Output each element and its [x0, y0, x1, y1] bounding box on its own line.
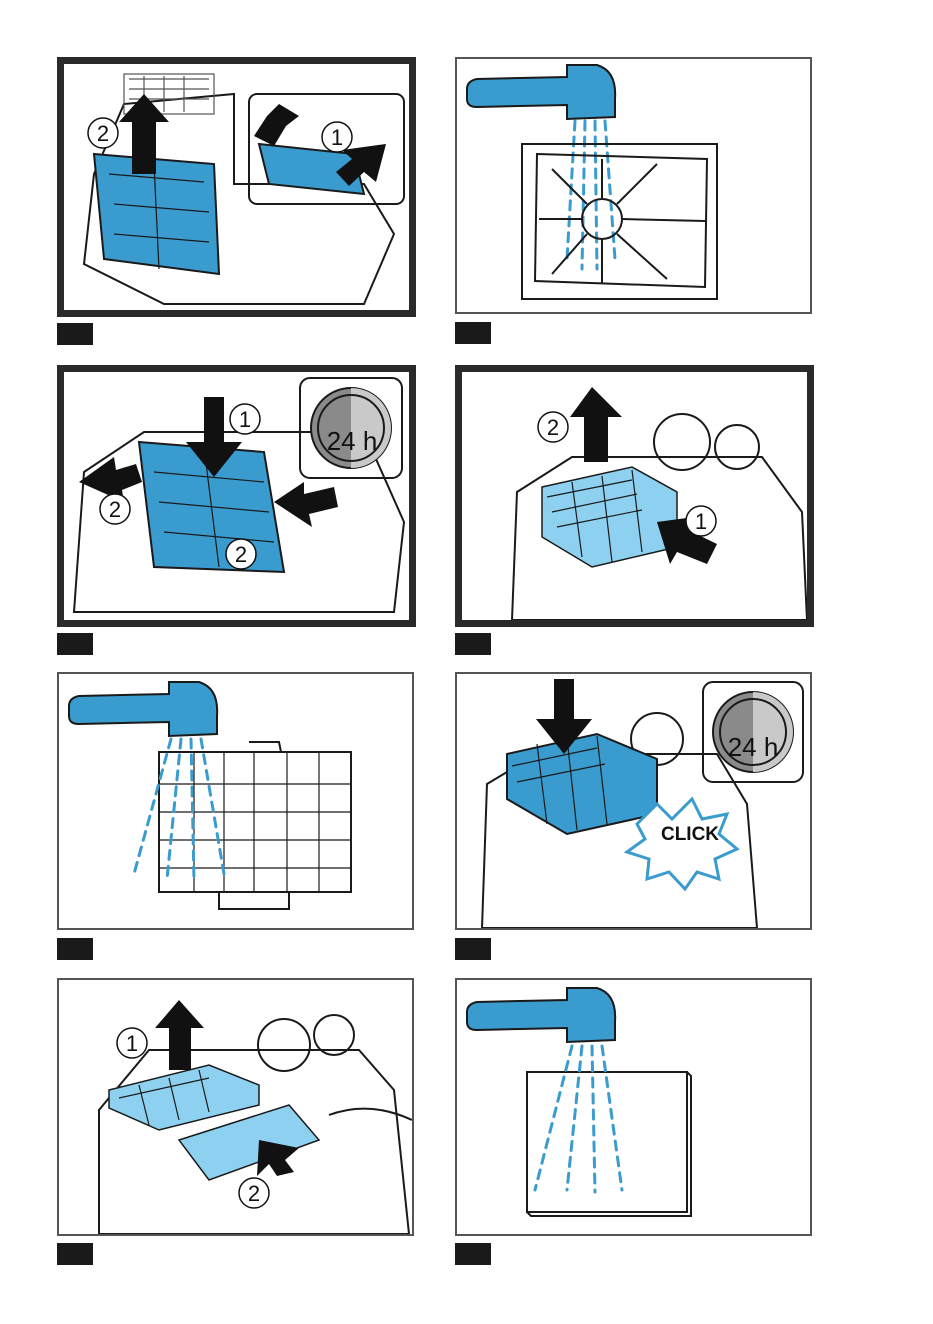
illustration-rinse-flat-filter — [457, 980, 810, 1234]
click-label: CLICK — [645, 824, 735, 846]
step-panel-remove-filter-frame: 2 1 — [57, 57, 416, 317]
illustration-remove-filter-frame — [64, 64, 409, 310]
illustration-rinse-filter-frame — [457, 59, 810, 312]
faucet-icon — [69, 682, 217, 736]
svg-text:2: 2 — [547, 415, 559, 440]
callout-1: 1 — [115, 1026, 149, 1060]
step-tab — [455, 938, 491, 960]
step-panel-remove-cover-filter: 1 2 — [57, 978, 414, 1236]
faucet-icon — [467, 65, 615, 119]
svg-text:2: 2 — [97, 121, 109, 146]
callout-2: 2 — [98, 492, 132, 526]
step-panel-rinse-flat-filter — [455, 978, 812, 1236]
svg-text:1: 1 — [331, 125, 343, 150]
svg-text:1: 1 — [239, 407, 251, 432]
illustration-rinse-hygiene-filter — [59, 674, 412, 928]
step-tab — [455, 1243, 491, 1265]
callout-2b: 2 — [224, 537, 258, 571]
svg-text:1: 1 — [695, 509, 707, 534]
step-tab — [57, 633, 93, 655]
illustration-insert-hygiene-filter — [457, 674, 810, 928]
step-tab — [455, 633, 491, 655]
step-panel-rinse-filter-frame — [455, 57, 812, 314]
step-panel-rinse-hygiene-filter — [57, 672, 414, 930]
svg-text:1: 1 — [126, 1031, 138, 1056]
callout-1: 1 — [228, 402, 262, 436]
svg-text:2: 2 — [248, 1181, 260, 1206]
step-panel-insert-hygiene-filter: CLICK 24 h — [455, 672, 812, 930]
callout-1: 1 — [684, 504, 718, 538]
timer-badge-text: 24 h — [322, 426, 382, 457]
callout-1: 1 — [320, 120, 354, 154]
faucet-icon — [467, 988, 615, 1042]
illustration-remove-cover-filter — [59, 980, 412, 1234]
step-tab — [57, 1243, 93, 1265]
illustration-remove-hygiene-filter — [462, 372, 807, 620]
callout-2: 2 — [237, 1176, 271, 1210]
svg-text:2: 2 — [109, 497, 121, 522]
step-tab — [57, 323, 93, 345]
svg-text:2: 2 — [235, 542, 247, 567]
step-tab — [57, 938, 93, 960]
callout-2: 2 — [536, 410, 570, 444]
step-panel-remove-hygiene-filter: 2 1 — [455, 365, 814, 627]
step-tab — [455, 322, 491, 344]
timer-badge-text: 24 h — [723, 732, 783, 763]
step-panel-insert-filter-frame: 24 h 1 2 2 — [57, 365, 416, 627]
callout-2: 2 — [86, 116, 120, 150]
